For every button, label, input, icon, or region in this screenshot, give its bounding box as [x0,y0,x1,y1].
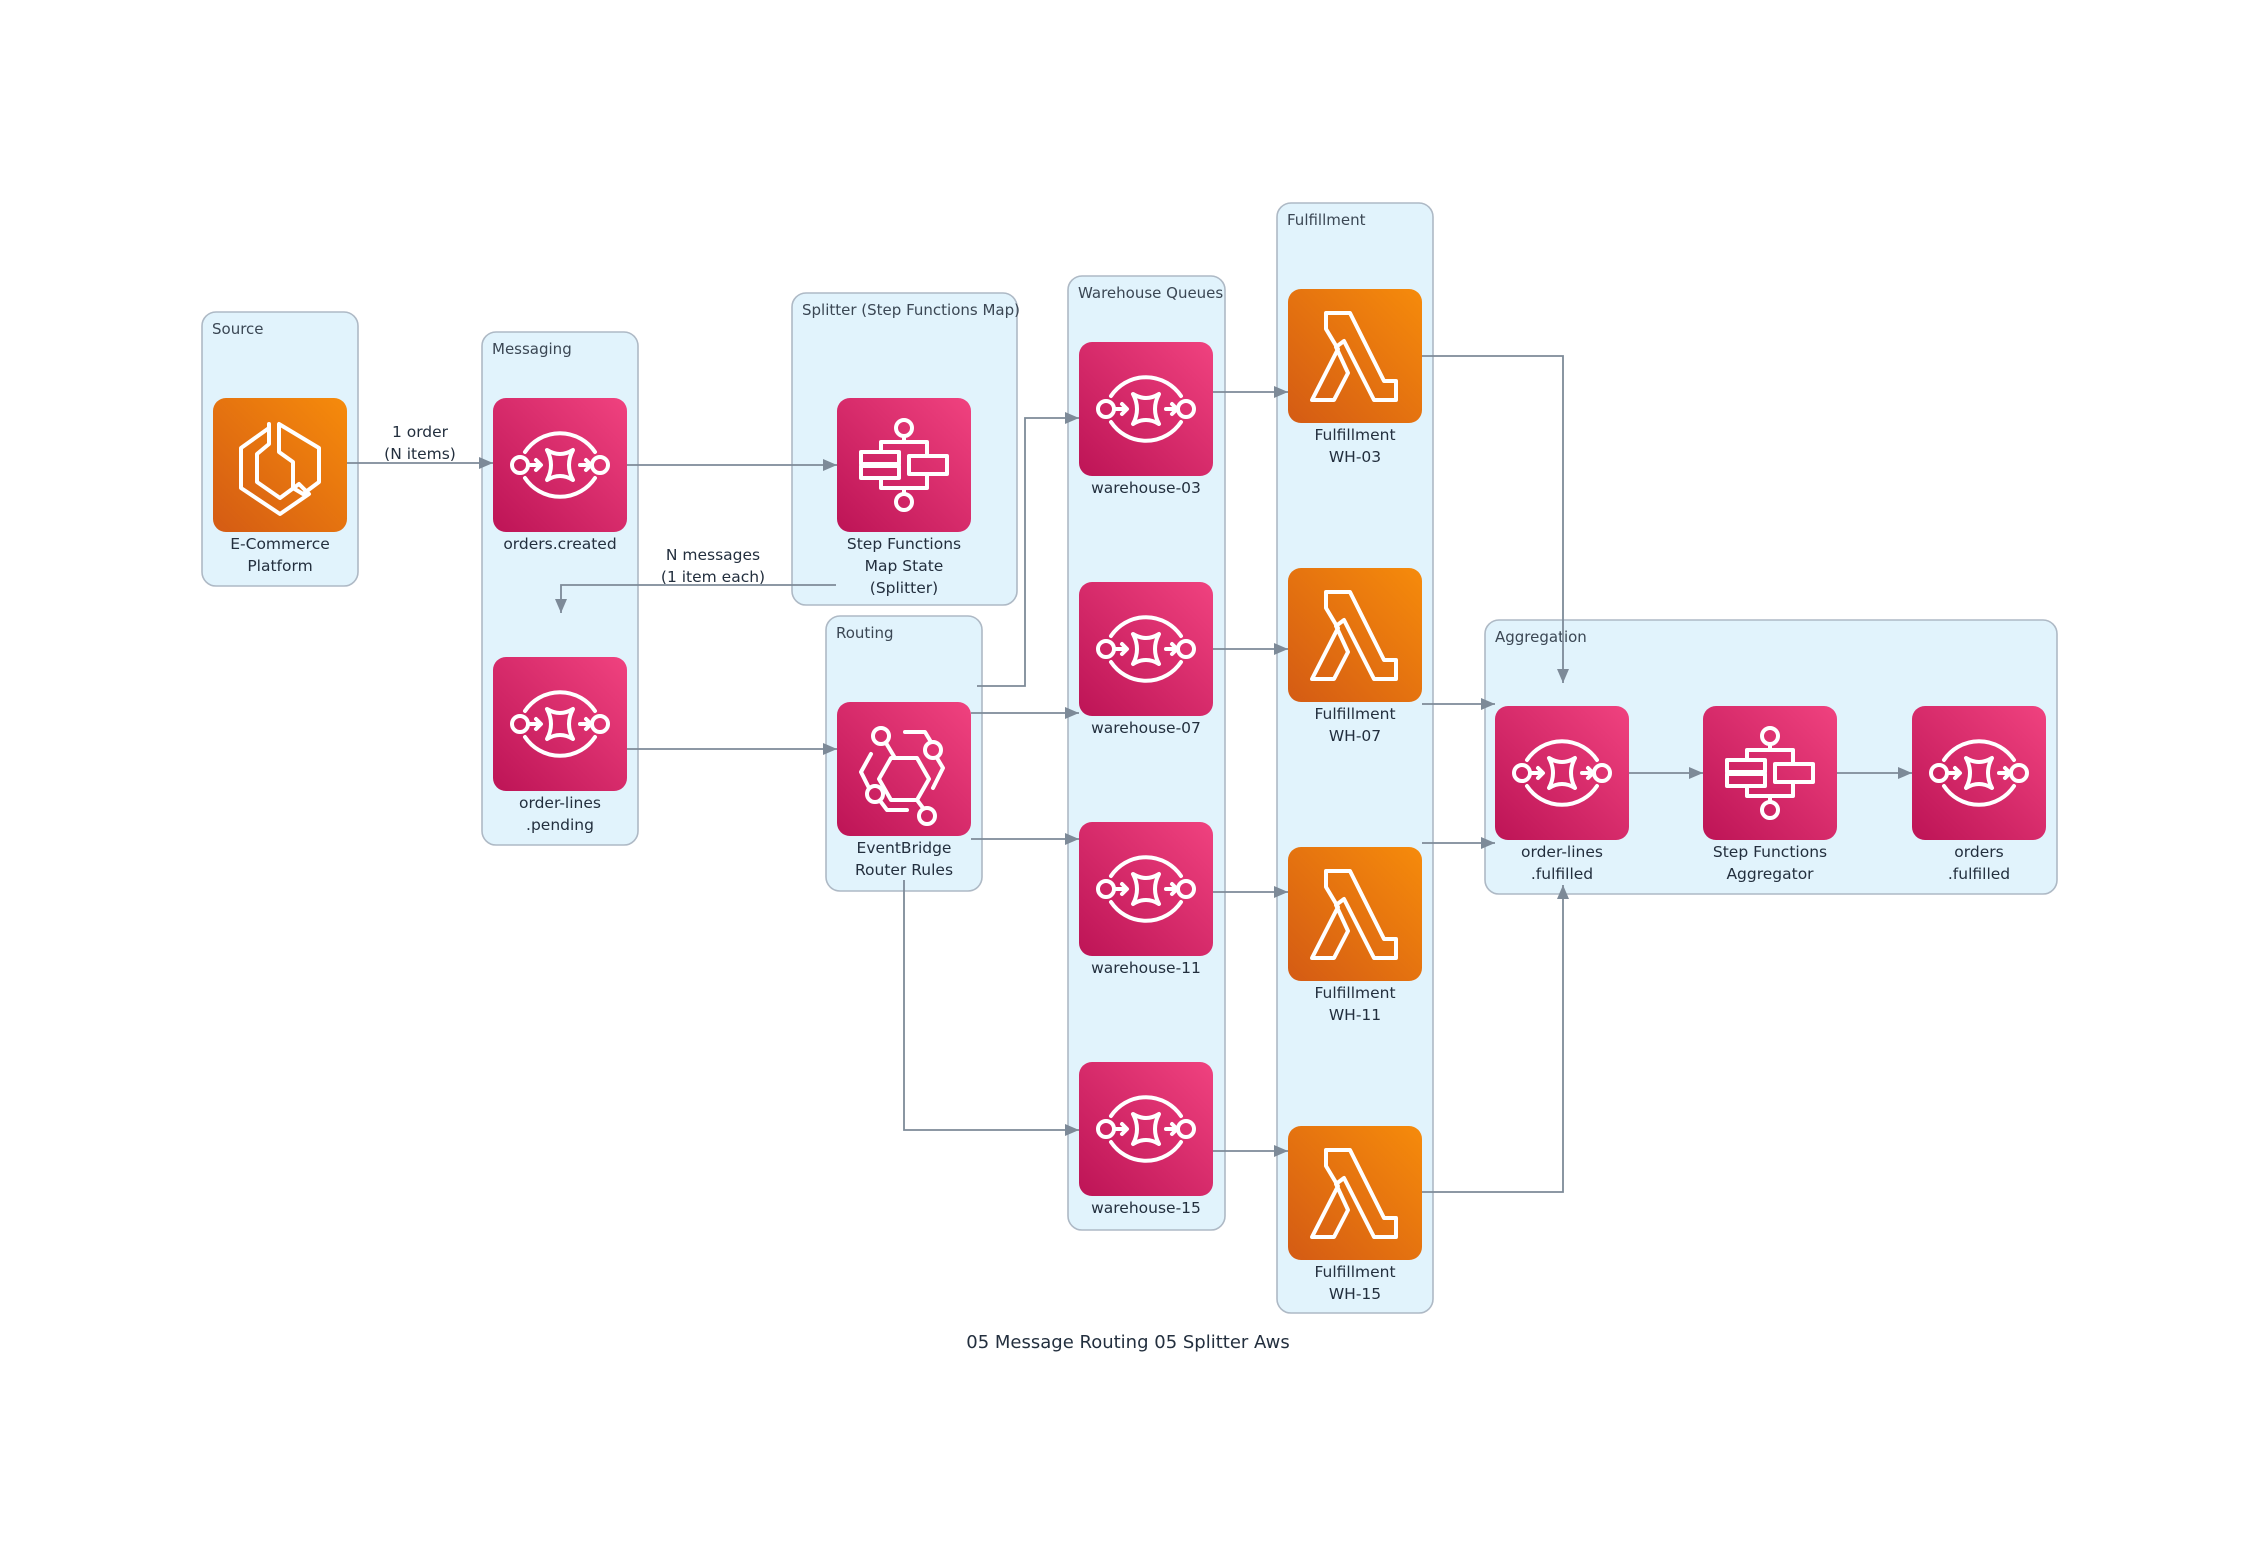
sqs-icon [1912,706,2046,840]
node-orders-created[interactable]: orders.created [493,398,627,553]
sqs-icon [1495,706,1629,840]
node-label: order-lines [1521,843,1603,861]
sqs-icon [1079,342,1213,476]
sqs-icon [493,398,627,532]
node-label: warehouse-11 [1091,959,1201,977]
node-order-lines-fulfilled[interactable]: order-lines .fulfilled [1495,706,1629,883]
node-label: Map State [865,557,944,575]
node-label: Fulfillment [1314,1263,1395,1281]
node-order-lines-pending[interactable]: order-lines .pending [493,657,627,834]
node-label: (Splitter) [870,579,938,597]
node-wh07[interactable]: warehouse-07 [1079,582,1213,737]
edge-label: (N items) [384,445,456,463]
node-label: .fulfilled [1948,865,2010,883]
step-functions-icon [837,398,971,532]
group-title: Aggregation [1495,628,1587,646]
edge-fn15-to-order-lines-fulfilled [1422,885,1569,1193]
group-panel [1067,275,1226,1231]
lambda-icon [1288,1126,1422,1260]
node-label: EventBridge [857,839,952,857]
node-label: warehouse-07 [1091,719,1201,737]
lambda-icon [1288,568,1422,702]
node-label: Fulfillment [1314,984,1395,1002]
ecs-icon [213,398,347,532]
edge-eventbridge-to-wh15 [903,880,1079,1136]
node-label: WH-07 [1329,727,1381,745]
node-label: WH-11 [1329,1006,1381,1024]
sqs-icon [1079,582,1213,716]
lambda-icon [1288,289,1422,423]
node-label: Step Functions [847,535,961,553]
group-title: Fulfillment [1287,211,1366,229]
group-panel [1276,202,1434,1314]
node-label: Step Functions [1713,843,1827,861]
step-functions-icon [1703,706,1837,840]
sqs-icon [1079,1062,1213,1196]
node-wh03[interactable]: warehouse-03 [1079,342,1213,497]
node-label: Platform [247,557,312,575]
group-title: Source [212,320,264,338]
group-title: Routing [836,624,894,642]
node-label: WH-15 [1329,1285,1381,1303]
group-fulfillment: Fulfillment [1276,202,1434,1314]
edge-eventbridge-to-wh03 [977,412,1079,687]
edge-label: (1 item each) [661,568,765,586]
group-warehouse-queues: Warehouse Queues [1067,275,1226,1231]
node-label: Router Rules [855,861,953,879]
group-title: Splitter (Step Functions Map) [802,301,1020,319]
group-title: Messaging [492,340,572,358]
node-label: WH-03 [1329,448,1381,466]
node-orders-fulfilled[interactable]: orders .fulfilled [1912,706,2046,883]
node-label: order-lines [519,794,601,812]
sqs-icon [1079,822,1213,956]
edge-label: N messages [666,546,760,564]
node-wh15[interactable]: warehouse-15 [1079,1062,1213,1217]
sqs-icon [493,657,627,791]
node-label: orders.created [503,535,616,553]
node-label: .fulfilled [1531,865,1593,883]
node-label: E-Commerce [230,535,330,553]
edge-sf-map-to-order-lines-pending [555,584,836,613]
edge-label: 1 order [392,423,449,441]
lambda-icon [1288,847,1422,981]
group-title: Warehouse Queues [1078,284,1223,302]
node-label: Fulfillment [1314,705,1395,723]
eventbridge-icon [837,702,971,836]
node-label: orders [1954,843,2003,861]
diagram-title: 05 Message Routing 05 Splitter Aws [966,1332,1289,1353]
node-label: Aggregator [1726,865,1814,883]
edge-fn03-to-order-lines-fulfilled [1422,355,1569,683]
node-label: Fulfillment [1314,426,1395,444]
node-label: warehouse-15 [1091,1199,1201,1217]
node-label: warehouse-03 [1091,479,1201,497]
node-wh11[interactable]: warehouse-11 [1079,822,1213,977]
node-label: .pending [526,816,594,834]
